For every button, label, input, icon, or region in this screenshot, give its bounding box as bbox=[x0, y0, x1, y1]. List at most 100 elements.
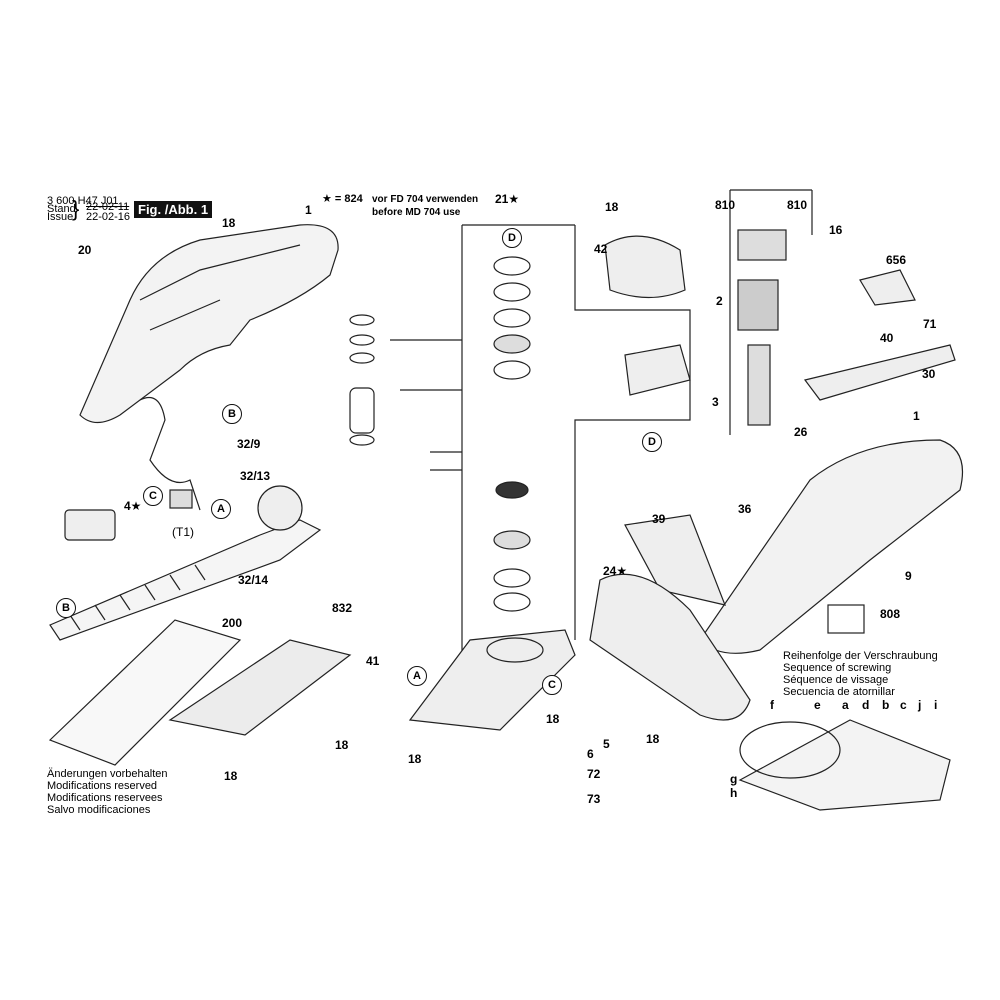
cutting-blade bbox=[49, 519, 322, 641]
label-part-26: 26 bbox=[794, 425, 808, 439]
label-part-41: 41 bbox=[366, 654, 380, 668]
screwing-letter-h: h bbox=[730, 786, 738, 800]
label-part-18-c: 18 bbox=[224, 769, 238, 783]
label-part-200: 200 bbox=[222, 616, 243, 630]
ring-6 bbox=[493, 530, 531, 550]
label-part-21: 21★ bbox=[495, 192, 520, 206]
screwing-letter-c: c bbox=[900, 698, 907, 712]
bearing-holder bbox=[624, 344, 691, 396]
screwing-letter-j: j bbox=[918, 698, 922, 712]
label-part-32-13: 32/13 bbox=[240, 469, 271, 483]
label-part-73: 73 bbox=[587, 792, 601, 806]
housing-shell-left bbox=[79, 224, 339, 424]
footer-left-4: Salvo modificaciones bbox=[47, 804, 151, 816]
label-part-1: 1 bbox=[305, 203, 312, 217]
screwing-letter-g: g bbox=[730, 772, 738, 786]
label-part-32-14: 32/14 bbox=[238, 573, 269, 587]
stand-date: 22-02-11 bbox=[86, 201, 130, 213]
footer-left-2: Modifications reserved bbox=[47, 780, 158, 792]
label-part-20: 20 bbox=[78, 243, 92, 257]
label-part-36: 36 bbox=[738, 502, 752, 516]
label-part-4: 4★ bbox=[124, 499, 142, 513]
label-part-18-b: 18 bbox=[335, 738, 349, 752]
gearbox-base bbox=[408, 629, 576, 731]
label-part-16: 16 bbox=[829, 223, 843, 237]
label-part-808: 808 bbox=[880, 607, 901, 621]
doc-number: 3 600 H47 J01 bbox=[47, 195, 119, 207]
label-part-18-g: 18 bbox=[646, 732, 660, 746]
stand-label: Stand bbox=[47, 203, 76, 215]
circle-label-b-top: B bbox=[222, 404, 242, 424]
ring-5 bbox=[493, 360, 531, 380]
header-brace: } bbox=[72, 196, 80, 221]
note-line1: vor FD 704 verwenden bbox=[372, 194, 479, 205]
label-part-6: 6 bbox=[587, 747, 594, 761]
issue-date: 22-02-16 bbox=[86, 211, 131, 223]
blade-gear bbox=[257, 485, 303, 531]
switch-module bbox=[169, 489, 193, 509]
label-part-71: 71 bbox=[923, 317, 937, 331]
label-part-18-d: 18 bbox=[605, 200, 619, 214]
motor-cap bbox=[604, 235, 686, 299]
gear-1 bbox=[495, 481, 529, 499]
label-part-9: 9 bbox=[905, 569, 912, 583]
screwing-title-fr: Séquence de vissage bbox=[783, 674, 889, 686]
label-part-810-a: 810 bbox=[715, 198, 736, 212]
note-prefix: ★ = 824 bbox=[322, 193, 363, 205]
label-part-832: 832 bbox=[332, 601, 353, 615]
screwing-title-de: Reihenfolge der Verschraubung bbox=[783, 650, 938, 662]
vent-panel bbox=[624, 514, 726, 606]
circle-label-c-bottom: C bbox=[542, 675, 562, 695]
label-part-2: 2 bbox=[716, 294, 723, 308]
note-line2: before MD 704 use bbox=[372, 207, 461, 218]
label-part-40: 40 bbox=[880, 331, 894, 345]
screwing-letter-f: f bbox=[770, 698, 774, 712]
label-part-32-9: 32/9 bbox=[237, 437, 261, 451]
ring-2 bbox=[493, 282, 531, 302]
circle-label-d-right: D bbox=[642, 432, 662, 452]
handle-cover bbox=[859, 269, 916, 306]
blade-guard bbox=[48, 619, 242, 766]
lower-housing bbox=[168, 639, 352, 736]
screwing-letter-b: b bbox=[882, 698, 890, 712]
figure-badge: Fig. /Abb. 1 bbox=[134, 201, 213, 218]
circle-label-c-left: C bbox=[143, 486, 163, 506]
ring-7 bbox=[493, 568, 531, 588]
cable bbox=[139, 396, 201, 511]
front-guard bbox=[589, 573, 751, 721]
circle-label-a-left: A bbox=[211, 499, 231, 519]
screwing-letter-a: a bbox=[842, 698, 849, 712]
switch-body bbox=[64, 509, 116, 541]
circle-label-b-bottom: B bbox=[56, 598, 76, 618]
housing-shell-right bbox=[699, 439, 964, 654]
label-part-18-e: 18 bbox=[546, 712, 560, 726]
label-part-42: 42 bbox=[594, 242, 608, 256]
label-part-t1: (T1) bbox=[172, 525, 194, 539]
label-part-3: 3 bbox=[712, 395, 719, 409]
label-part-810-b: 810 bbox=[787, 198, 808, 212]
label-part-1-b: 1 bbox=[913, 409, 920, 423]
label-part-72: 72 bbox=[587, 767, 601, 781]
ring-8 bbox=[493, 592, 531, 612]
footer-left-3: Modifications reservees bbox=[47, 792, 163, 804]
label-part-39: 39 bbox=[652, 512, 666, 526]
label-part-24: 24★ bbox=[603, 564, 628, 578]
label-part-18: 18 bbox=[222, 216, 236, 230]
footer-left-1: Änderungen vorbehalten bbox=[47, 768, 168, 780]
stator bbox=[737, 279, 779, 331]
label-808 bbox=[827, 604, 865, 634]
label-part-30: 30 bbox=[922, 367, 936, 381]
circle-label-a-bottom: A bbox=[407, 666, 427, 686]
ring-4 bbox=[493, 334, 531, 354]
screwing-diagram bbox=[738, 719, 951, 811]
brush-holder bbox=[737, 229, 787, 261]
screwing-letter-e: e bbox=[814, 698, 821, 712]
label-part-656: 656 bbox=[886, 253, 907, 267]
circle-label-d-top: D bbox=[502, 228, 522, 248]
ring-3 bbox=[493, 308, 531, 328]
screwing-letter-i: i bbox=[934, 698, 938, 712]
screwing-letter-d: d bbox=[862, 698, 870, 712]
label-part-5: 5 bbox=[603, 737, 610, 751]
